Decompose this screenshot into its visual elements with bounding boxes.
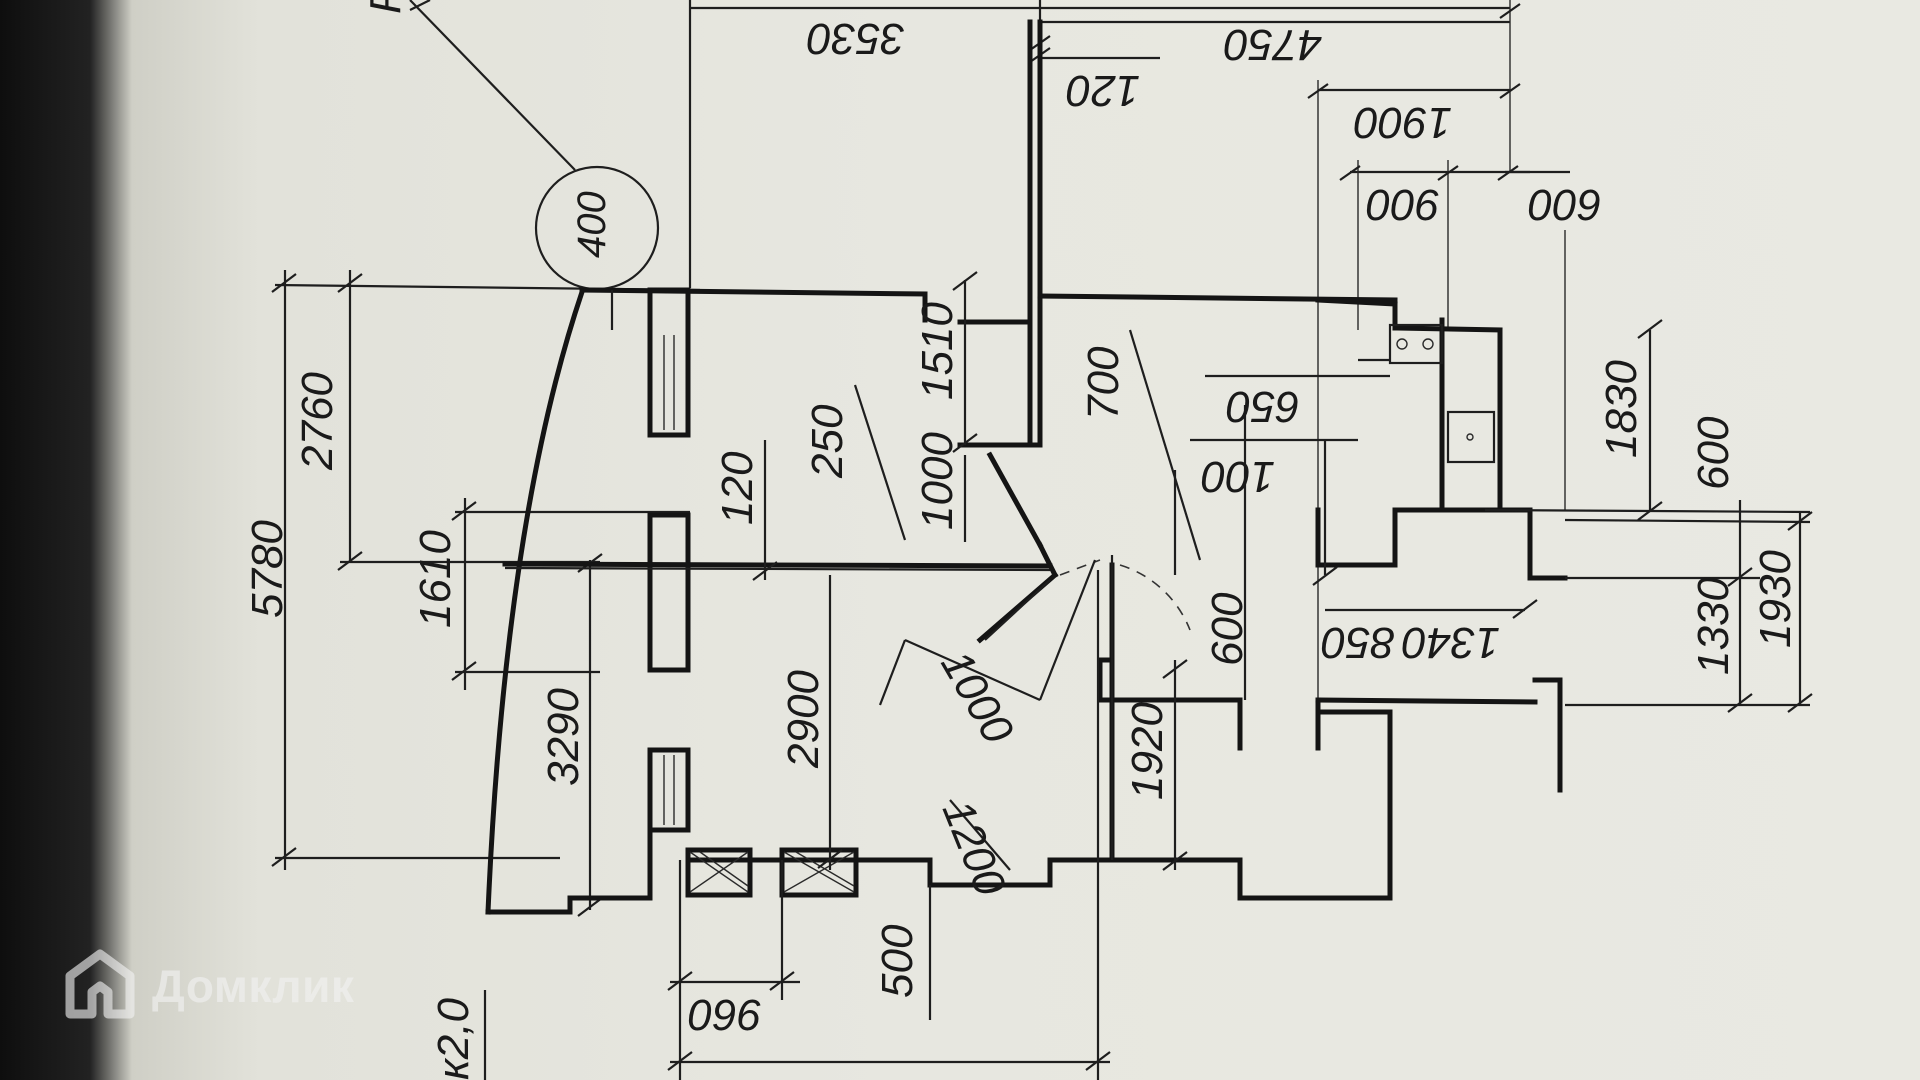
dim-650: 650 — [1226, 382, 1300, 431]
dim-2760: 2760 — [293, 372, 342, 471]
dim-1830: 1830 — [1597, 360, 1646, 458]
dim-1330: 1330 — [1689, 577, 1738, 675]
left-dimension-lines: 5780 2760 1610 3290 — [243, 270, 701, 917]
dim-3290: 3290 — [539, 688, 588, 786]
house-logo-icon — [65, 949, 135, 1019]
dim-400-circle: 400 — [570, 191, 614, 258]
dim-3530: 3530 — [807, 14, 905, 63]
dim-1930: 1930 — [1751, 550, 1800, 648]
dim-900-top: 900 — [1366, 180, 1440, 229]
dim-1000-mid: 1000 — [913, 432, 962, 530]
dim-1610: 1610 — [411, 530, 460, 628]
dim-2900: 2900 — [779, 670, 828, 769]
balcony-outline — [485, 288, 653, 915]
bottom-dimension-lines: 500 960 к2,0 — [429, 570, 1111, 1080]
walls — [502, 19, 1568, 901]
dim-1000-diag: 1000 — [931, 643, 1023, 753]
dim-600-top: 600 — [1528, 180, 1602, 229]
dim-100: 100 — [1201, 452, 1275, 501]
dim-1510: 1510 — [913, 302, 962, 400]
interior-dimension-lines: 120 250 2900 1510 1000 700 1000 1200 192… — [610, 271, 1813, 903]
dim-120-top: 120 — [1066, 66, 1140, 115]
dim-850: 850 — [1321, 618, 1395, 667]
watermark-brand-text: Домклик — [152, 960, 355, 1012]
dim-1920: 1920 — [1123, 702, 1172, 800]
edge-letter-r: Р — [361, 0, 410, 14]
dim-250: 250 — [803, 404, 852, 479]
domclick-watermark: Домклик — [62, 948, 354, 1024]
dim-960: 960 — [688, 990, 762, 1039]
dim-500: 500 — [873, 924, 922, 998]
dim-4750: 4750 — [1224, 20, 1322, 69]
dim-600-kit: 600 — [1689, 416, 1738, 490]
dim-5780: 5780 — [243, 520, 292, 618]
dim-700: 700 — [1079, 346, 1128, 420]
radius-callout: 400 Р — [361, 0, 660, 291]
edge-label-k20: к2,0 — [429, 998, 478, 1080]
dim-1900: 1900 — [1354, 98, 1452, 147]
dim-1340: 1340 — [1402, 618, 1500, 667]
dim-120-mid: 120 — [713, 451, 762, 525]
dim-600-mid: 600 — [1203, 592, 1252, 666]
top-dimension-lines: 3530 4750 120 1900 900 600 — [688, 0, 1602, 700]
